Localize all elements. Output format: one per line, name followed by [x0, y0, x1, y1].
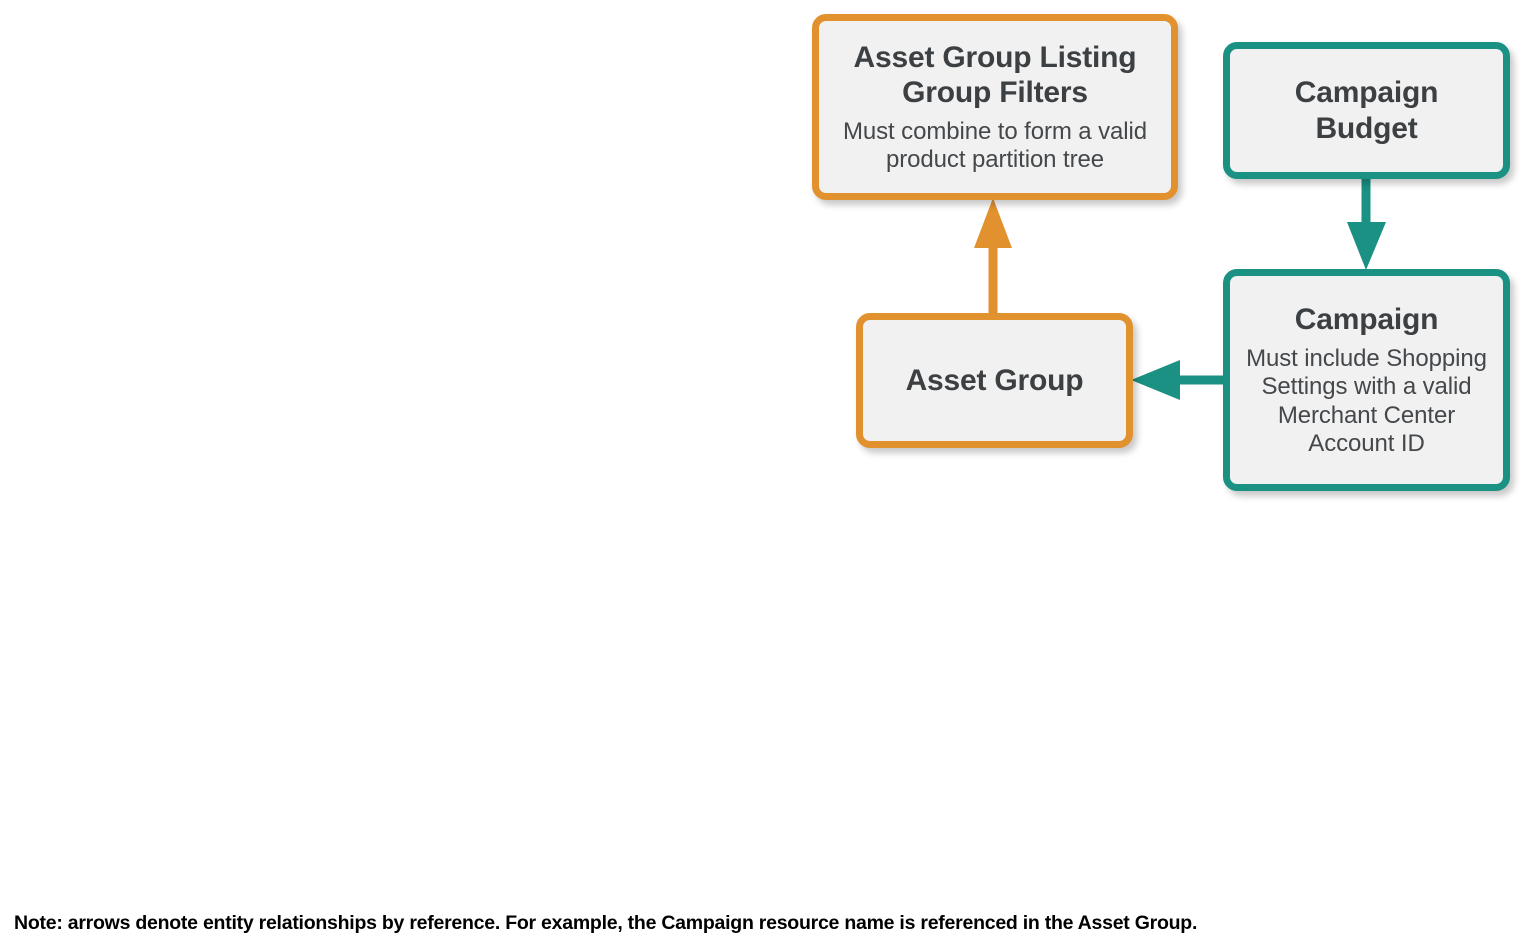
node-title: Campaign Budget — [1294, 76, 1439, 145]
node-description: Must include Shopping Settings with a va… — [1246, 345, 1487, 457]
node-description: Must combine to form a valid product par… — [843, 118, 1147, 174]
edge-campaign-to-asset-group — [1131, 360, 1226, 400]
arrowhead-up-orange — [974, 198, 1012, 248]
node-title: Campaign — [1294, 303, 1439, 337]
node-asset-group[interactable]: Asset Group — [856, 313, 1133, 448]
node-title: Asset Group Listing Group Filters — [853, 40, 1137, 109]
node-title: Asset Group — [905, 363, 1084, 397]
node-asset-group-listing-group-filters[interactable]: Asset Group Listing Group Filters Must c… — [812, 14, 1178, 200]
edge-asset-group-to-listing-group-filters — [974, 198, 1012, 315]
node-campaign-budget[interactable]: Campaign Budget — [1223, 42, 1510, 179]
arrowhead-down-teal — [1347, 222, 1386, 270]
diagram-note: Note: arrows denote entity relationships… — [14, 912, 1198, 934]
edge-campaign-budget-to-campaign — [1347, 176, 1386, 270]
arrowhead-left-teal — [1131, 360, 1180, 400]
node-campaign[interactable]: Campaign Must include Shopping Settings … — [1223, 269, 1510, 491]
